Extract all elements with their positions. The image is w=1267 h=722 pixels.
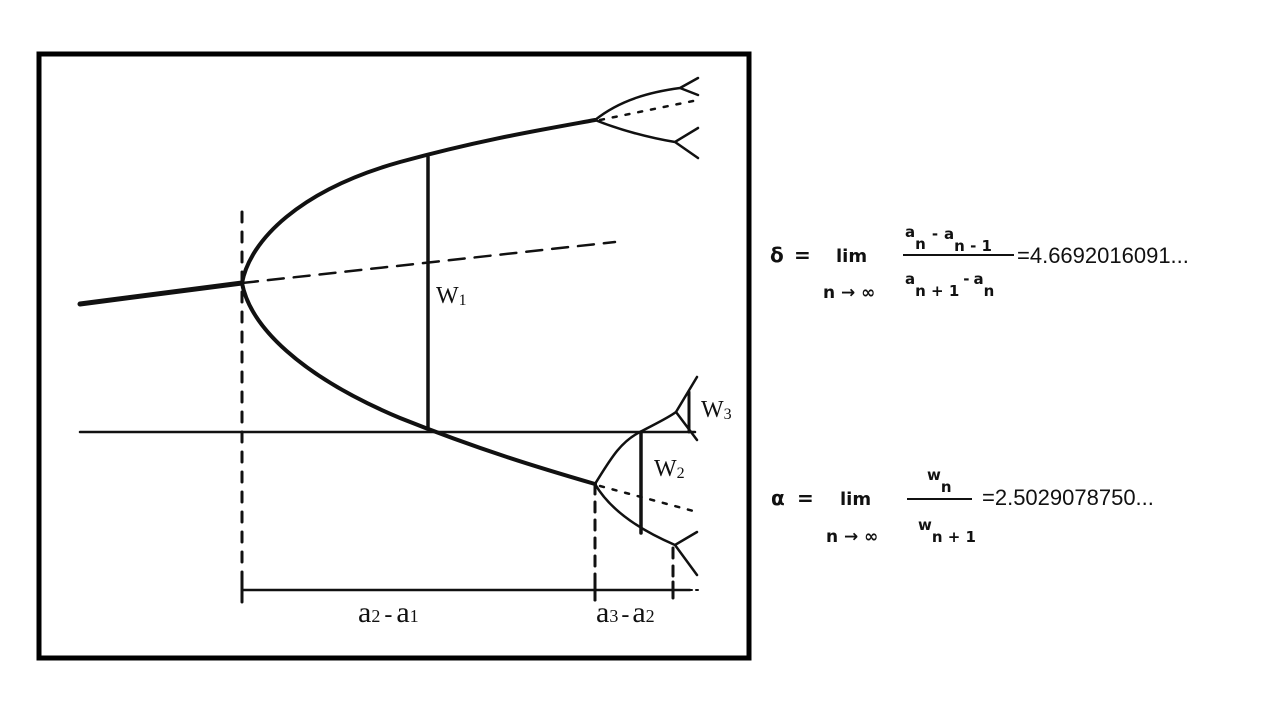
stable-branch xyxy=(77,280,245,307)
measurement-ticks xyxy=(240,580,675,602)
delta-symbol: δ xyxy=(770,243,784,267)
upper-dotted xyxy=(598,98,700,122)
alpha-value: =2.5029078750... xyxy=(982,485,1154,510)
alpha-limit-under: n → ∞ xyxy=(826,527,878,547)
alpha-symbol: α xyxy=(771,486,785,510)
upper-sub-branch-bottom xyxy=(593,118,700,160)
delta-numerator: an-an - 1 xyxy=(905,223,992,255)
a2-minus-a1-label: a2-a1 xyxy=(358,596,419,629)
upper-sub-branch-top xyxy=(593,76,700,122)
w1-label: W1 xyxy=(436,283,467,309)
alpha-lim: lim xyxy=(840,489,871,510)
alpha-equals: = xyxy=(797,486,814,510)
delta-equals: = xyxy=(794,243,811,267)
diagram-frame xyxy=(36,51,752,661)
alpha-denominator: wn + 1 xyxy=(918,516,976,546)
lower-branch xyxy=(240,281,597,486)
a3-minus-a2-label: a3-a2 xyxy=(596,596,655,629)
lower-sub-branch-bottom xyxy=(593,482,699,577)
delta-value: =4.6692016091... xyxy=(1017,243,1189,268)
upper-branch xyxy=(240,118,597,285)
w3-label: W3 xyxy=(701,397,732,423)
delta-formula: δ = lim n → ∞ an-an - 1 an + 1-an =4.669… xyxy=(770,223,1189,303)
alpha-numerator: wn xyxy=(927,466,952,496)
alpha-formula: α = lim n → ∞ wn wn + 1 =2.5029078750... xyxy=(771,466,1154,547)
w2-label: W2 xyxy=(654,456,685,482)
delta-denominator: an + 1-an xyxy=(905,270,994,300)
lower-dotted xyxy=(598,484,699,514)
delta-lim: lim xyxy=(836,246,867,267)
delta-limit-under: n → ∞ xyxy=(823,283,875,303)
